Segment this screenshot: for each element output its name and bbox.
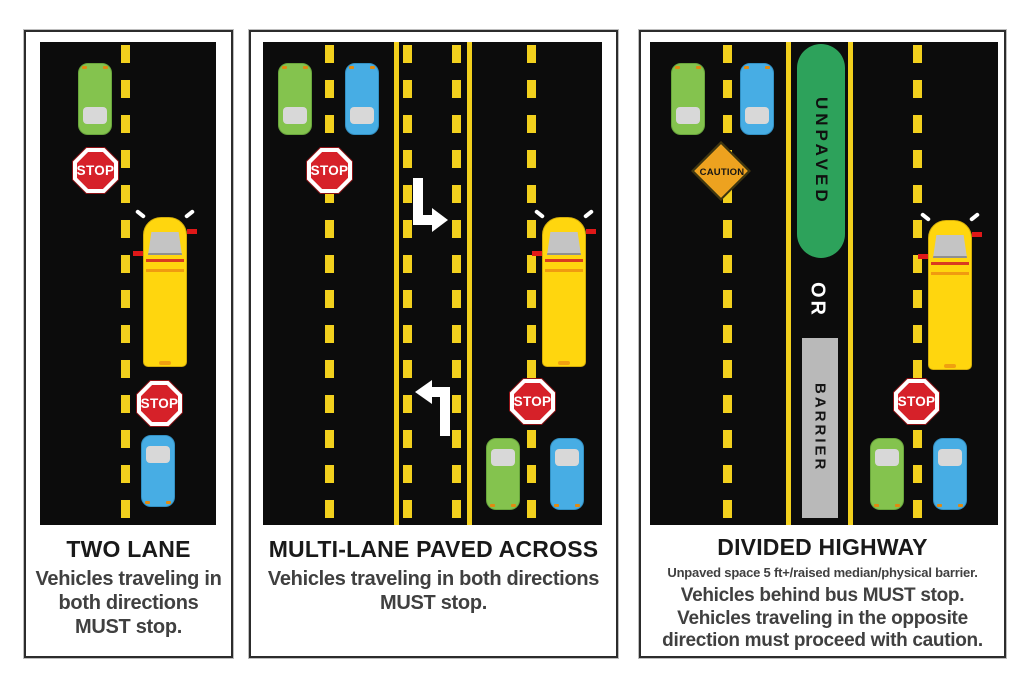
stop-sign: STOP — [72, 147, 119, 194]
road-divided-highway: UNPAVED OR BARRIER CAUTION — [650, 42, 998, 525]
caution-sign-label: CAUTION — [699, 166, 745, 178]
turn-arrow-down-right-icon — [413, 178, 448, 232]
bus-stop-arm — [133, 251, 143, 256]
physical-barrier: BARRIER — [802, 338, 838, 518]
caption-line: MUST stop. — [380, 592, 487, 614]
stop-sign-label: STOP — [897, 394, 936, 409]
lane-divider-dashed — [527, 42, 536, 525]
car-green-oncoming — [78, 63, 112, 135]
panel-title: TWO LANE — [66, 536, 191, 562]
car-blue-opposite-direction — [740, 63, 774, 135]
car-blue-following-bus — [550, 438, 584, 510]
center-line-dashed — [121, 42, 130, 525]
car-green-opposite-direction — [671, 63, 705, 135]
panel-multi-lane: STOP — [249, 30, 618, 658]
car-blue-oncoming — [345, 63, 379, 135]
unpaved-label: UNPAVED — [812, 96, 831, 206]
stop-sign: STOP — [136, 380, 183, 427]
caption-line: Vehicles traveling in — [35, 568, 222, 590]
stop-sign: STOP — [306, 147, 353, 194]
turn-lane-line-dashed — [452, 42, 461, 525]
stop-sign-label: STOP — [76, 163, 115, 178]
caption-line: Vehicles behind bus MUST stop. — [680, 585, 965, 606]
bus-stop-arm — [187, 229, 197, 234]
school-bus — [532, 209, 596, 367]
turn-lane-line-solid — [467, 42, 472, 525]
bus-mirror-icon — [582, 209, 595, 219]
caption-divided-highway: DIVIDED HIGHWAY Unpaved space 5 ft+/rais… — [644, 534, 1001, 653]
car-green-following-bus — [870, 438, 904, 510]
median-edge-line-solid — [786, 42, 791, 525]
barrier-label: BARRIER — [811, 383, 829, 473]
turn-lane-line-solid — [394, 42, 399, 525]
panel-divided-highway: UNPAVED OR BARRIER CAUTION — [639, 30, 1006, 658]
caption-line: Vehicles traveling in the opposite — [677, 607, 968, 629]
median-edge-line-solid — [848, 42, 853, 525]
caption-line: both directions — [58, 592, 199, 614]
stop-sign: STOP — [893, 378, 940, 425]
car-green-oncoming — [278, 63, 312, 135]
bus-mirror-icon — [968, 212, 981, 222]
stop-sign: STOP — [509, 378, 556, 425]
caption-two-lane: TWO LANE Vehicles traveling in both dire… — [29, 536, 228, 639]
school-bus — [133, 209, 197, 367]
bus-stop-arm — [972, 232, 982, 237]
caption-line: direction must proceed with caution. — [662, 630, 983, 651]
road-two-lane: STOP STOP — [40, 42, 216, 525]
or-label: OR — [806, 282, 829, 318]
panel-subtitle: Unpaved space 5 ft+/raised median/physic… — [667, 565, 978, 580]
panel-title: DIVIDED HIGHWAY — [717, 534, 928, 560]
car-blue-following-bus — [933, 438, 967, 510]
bus-mirror-icon — [134, 209, 147, 219]
panel-title: MULTI-LANE PAVED ACROSS — [268, 536, 599, 562]
car-green-following-bus — [486, 438, 520, 510]
bus-stop-arm — [918, 254, 928, 259]
stop-sign-label: STOP — [310, 163, 349, 178]
stop-sign-label: STOP — [140, 396, 179, 411]
stop-sign-label: STOP — [513, 394, 552, 409]
car-blue-following-bus — [141, 435, 175, 507]
school-bus — [918, 212, 982, 370]
lane-divider-dashed — [913, 42, 922, 525]
road-multi-lane: STOP — [263, 42, 602, 525]
unpaved-median: UNPAVED — [797, 44, 845, 258]
bus-stop-arm — [532, 251, 542, 256]
lane-divider-dashed — [325, 42, 334, 525]
turn-arrow-up-left-icon — [415, 380, 450, 436]
turn-lane-line-dashed — [403, 42, 412, 525]
caption-line: Vehicles traveling in both directions — [267, 568, 600, 590]
panel-two-lane: STOP STOP — [24, 30, 233, 658]
caution-sign: CAUTION — [690, 140, 754, 204]
bus-mirror-icon — [183, 209, 196, 219]
caption-multi-lane: MULTI-LANE PAVED ACROSS Vehicles traveli… — [254, 536, 613, 615]
caption-line: MUST stop. — [75, 616, 182, 638]
bus-stop-arm — [586, 229, 596, 234]
lane-divider-dashed — [723, 42, 732, 525]
